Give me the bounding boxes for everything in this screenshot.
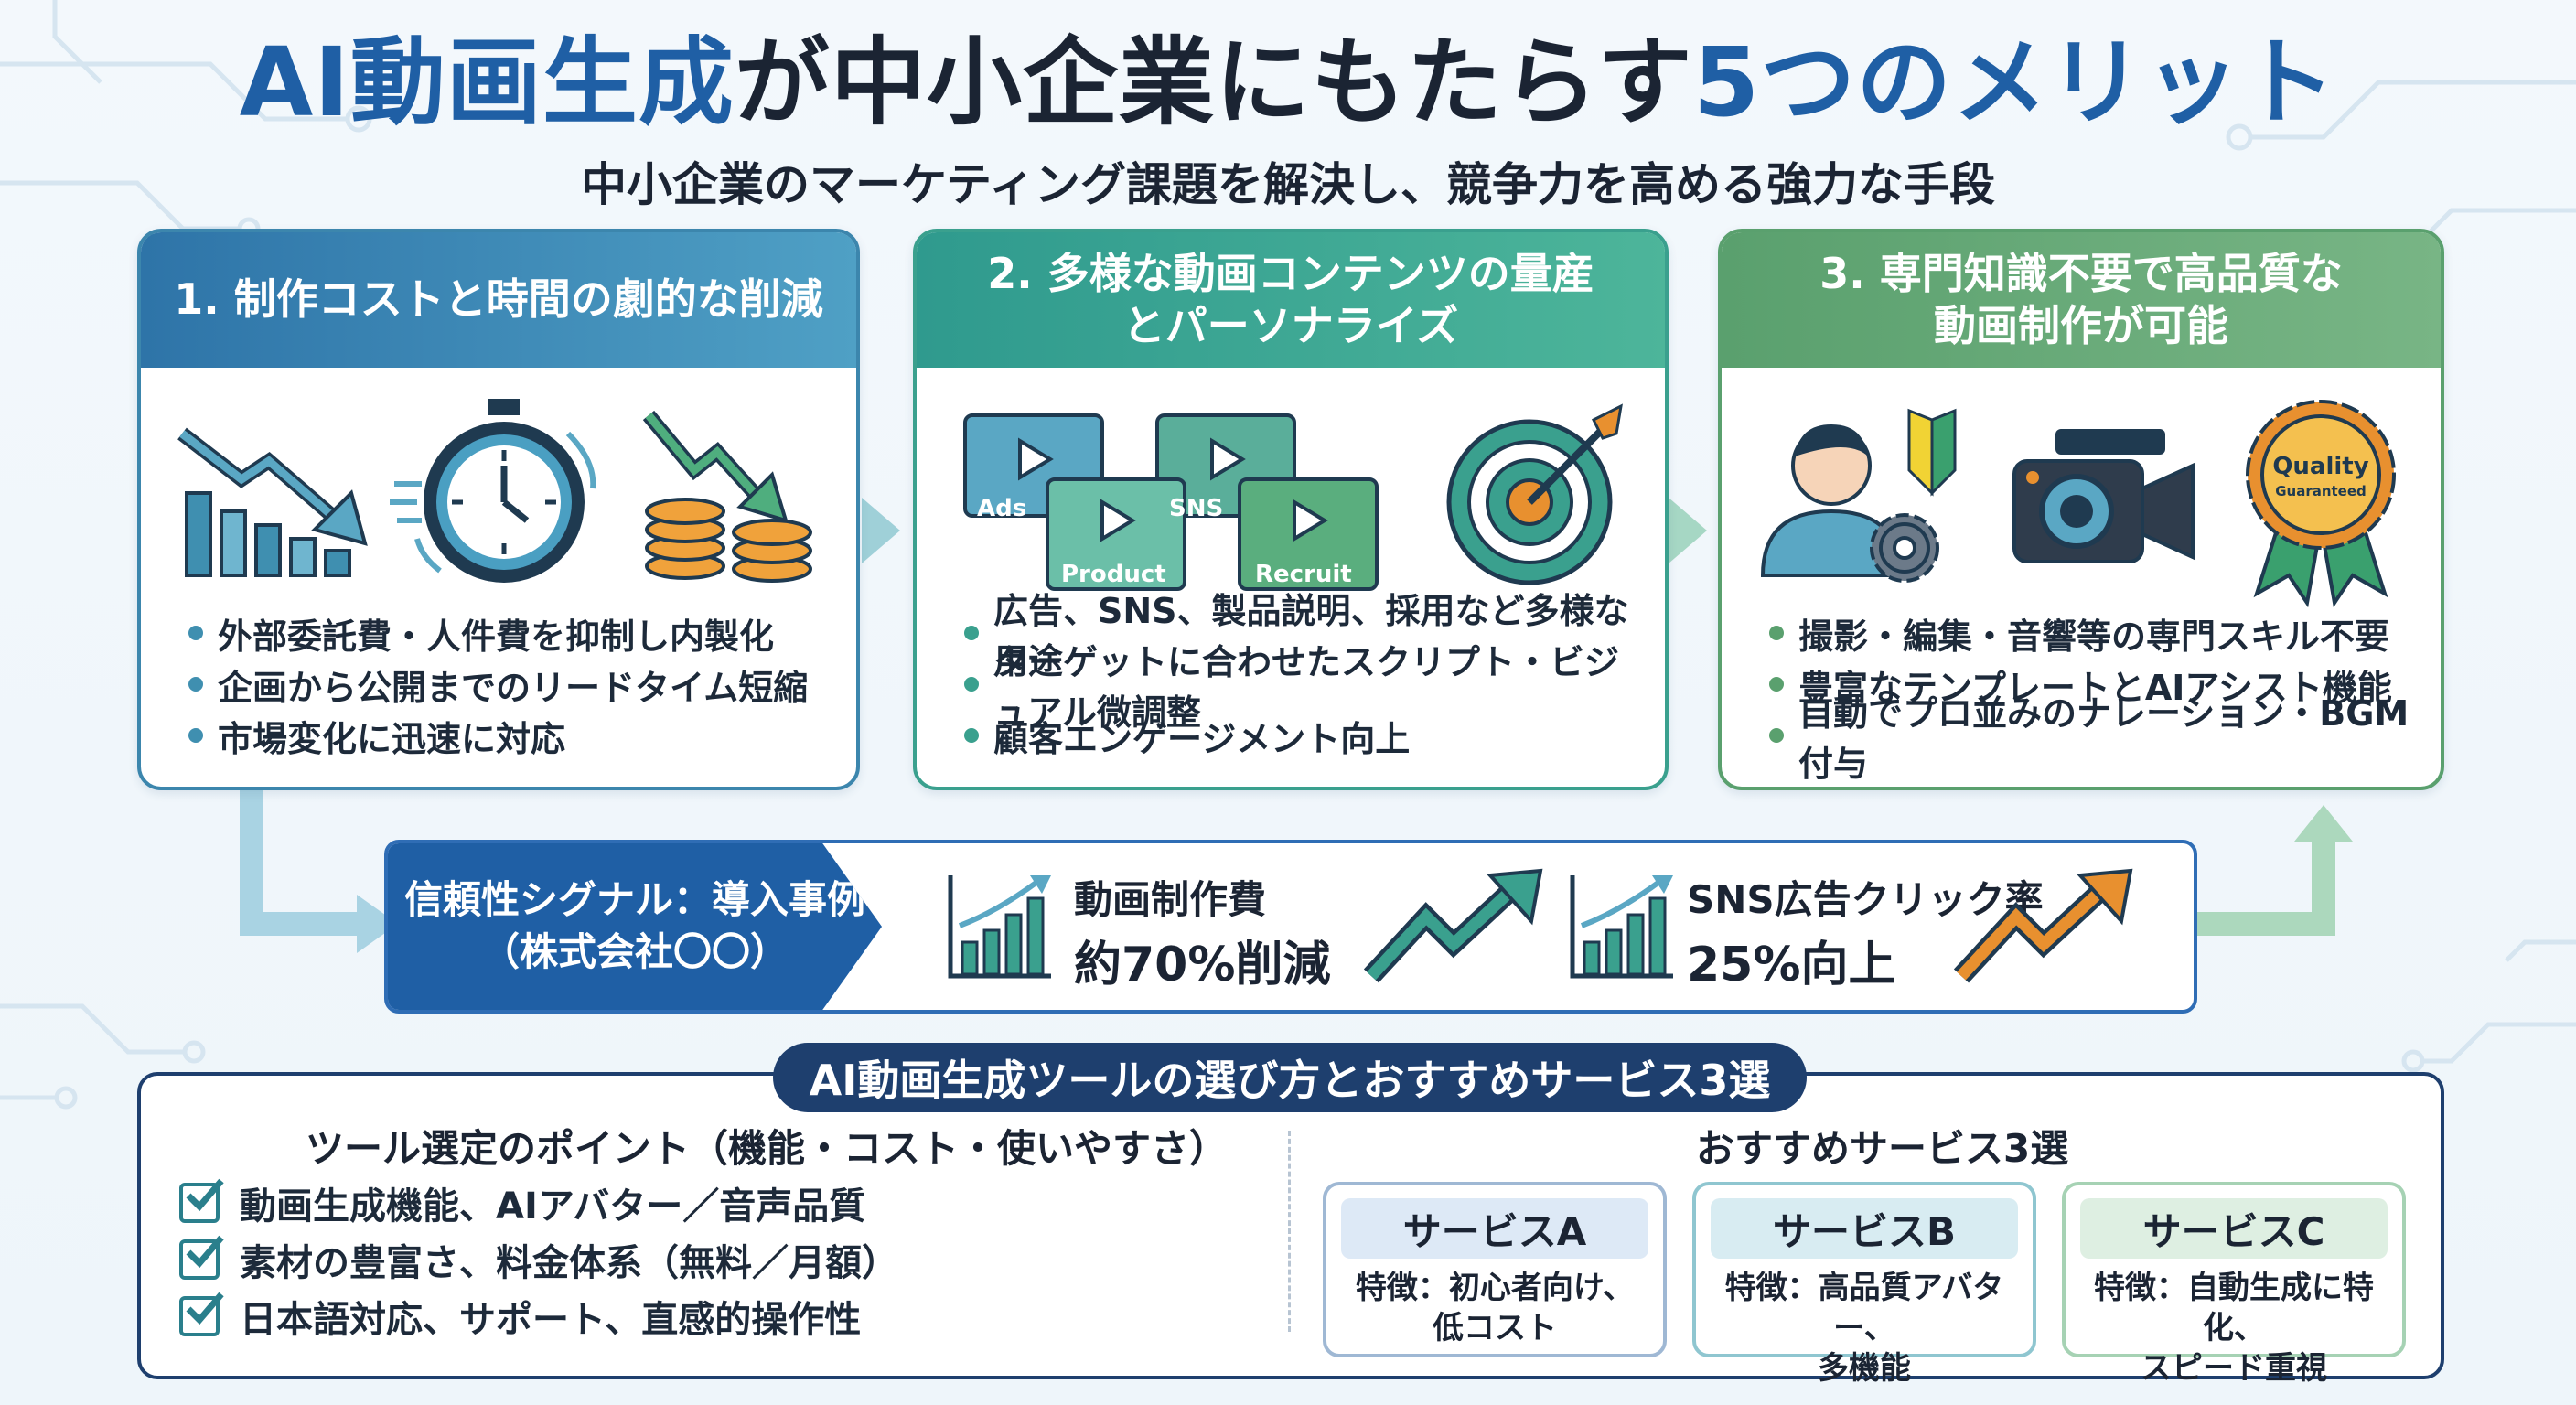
video-label: Recruit	[1255, 561, 1352, 588]
card-title-line: とパーソナライズ	[1122, 301, 1459, 350]
list-item: 市場変化に迅速に対応	[188, 710, 838, 761]
metric-value: 25%向上	[1687, 938, 1896, 992]
merit-card-3: 3. 専門知識不要で高品質な 動画制作が可能	[1718, 229, 2444, 790]
metric-label: SNS広告クリック率	[1687, 877, 2044, 922]
service-name: サービスB	[1711, 1198, 2018, 1259]
card-header: 2. 多様な動画コンテンツの量産 とパーソナライズ	[917, 232, 1665, 368]
list-item: 撮影・編集・音響等の専門スキル不要	[1769, 607, 2422, 659]
service-card-c: サービスC 特徴：自動生成に特化、スピード重視	[2062, 1182, 2406, 1387]
metric-label: 動画制作費	[1074, 877, 1267, 922]
checkbox-checked-icon	[179, 1235, 224, 1280]
service-card-a: サービスA 特徴：初心者向け、低コスト	[1323, 1182, 1667, 1357]
tool-selection-heading: AI動画生成ツールの選び方とおすすめサービス3選	[773, 1043, 1807, 1112]
trend-up-arrow-icon	[1953, 868, 2133, 983]
card-header: 3. 専門知識不要で高品質な 動画制作が可能	[1722, 232, 2441, 368]
metric-value: 約70%削減	[1074, 938, 1331, 992]
card-header: 1. 制作コストと時間の劇的な削減	[141, 232, 856, 368]
target-icon	[1446, 403, 1623, 585]
merit-card-1: 1. 制作コストと時間の劇的な削減	[137, 229, 860, 790]
trust-label: 信頼性シグナル：導入事例 （株式会社〇〇）	[388, 843, 882, 1010]
video-label: SNS	[1169, 495, 1223, 522]
card-title-line: 2. 多様な動画コンテンツの量産	[987, 248, 1594, 298]
list-item: 広告、SNS、製品説明、採用など多様な用途	[964, 591, 1647, 681]
flow-arrow-left-icon	[240, 787, 398, 953]
merit-card-2: 2. 多様な動画コンテンツの量産 とパーソナライズ Ads SNS Produc…	[913, 229, 1669, 790]
tool-selection-panel: ツール選定のポイント（機能・コスト・使いやすさ） 動画生成機能、AIアバター／音…	[137, 1072, 2444, 1379]
video-camera-icon	[2012, 429, 2195, 563]
title-highlight-merits: 5つのメリット	[1692, 27, 2337, 138]
bullet-list: 広告、SNS、製品説明、採用など多様な用途 ターゲットに合わせたスクリプト・ビジ…	[964, 591, 1647, 761]
trend-up-arrow-icon	[1363, 868, 1543, 983]
list-item: 自動でプロ並みのナレーション・BGM付与	[1769, 693, 2422, 784]
service-name: サービスA	[1341, 1198, 1648, 1259]
service-desc: 特徴：初心者向け、低コスト	[1355, 1270, 1635, 1347]
bullet-list: 撮影・編集・音響等の専門スキル不要 豊富なテンプレートとAIアシスト機能 自動で…	[1769, 607, 2422, 784]
service-name: サービスC	[2080, 1198, 2388, 1259]
title-highlight-ai: AI動画生成	[239, 27, 735, 138]
user-gear-icon	[1760, 424, 1939, 583]
service-desc: 特徴：自動生成に特化、スピード重視	[2094, 1270, 2374, 1388]
chart-down-icon	[177, 427, 368, 577]
list-item: 日本語対応、サポート、直感的操作性	[179, 1288, 898, 1345]
card-title-line: 動画制作が可能	[1934, 301, 2228, 350]
checkbox-checked-icon	[179, 1292, 224, 1336]
list-item: 素材の豊富さ、料金体系（無料／月額）	[179, 1231, 898, 1288]
page-title: AI動画生成が中小企業にもたらす5つのメリット	[0, 26, 2576, 140]
checklist: 動画生成機能、AIアバター／音声品質 素材の豊富さ、料金体系（無料／月額） 日本…	[179, 1174, 898, 1345]
video-label: Ads	[977, 495, 1026, 522]
badge-text: Guaranteed	[2275, 483, 2367, 499]
list-item: 外部委託費・人件費を抑制し内製化	[188, 607, 838, 659]
flow-arrow-right-icon	[2186, 805, 2353, 936]
page-subtitle: 中小企業のマーケティング課題を解決し、競争力を高める強力な手段	[581, 158, 1995, 211]
badge-text: Quality	[2272, 453, 2368, 480]
video-label: Product	[1061, 561, 1166, 588]
video-tiles-icon: Ads SNS Product Recruit	[963, 413, 1379, 591]
bar-chart-up-icon	[1570, 875, 1673, 979]
list-item: ターゲットに合わせたスクリプト・ビジュアル微調整	[964, 642, 1647, 733]
stopwatch-icon	[390, 399, 596, 583]
title-middle: が中小企業にもたらす	[734, 27, 1693, 138]
card-title-line: 1. 制作コストと時間の劇的な削減	[174, 274, 823, 325]
trust-label-line: （株式会社〇〇）	[480, 929, 789, 974]
service-card-b: サービスB 特徴：高品質アバター、多機能	[1692, 1182, 2036, 1387]
checkbox-checked-icon	[179, 1178, 224, 1223]
panel-divider	[1288, 1131, 1291, 1332]
selection-points-heading: ツール選定のポイント（機能・コスト・使いやすさ）	[306, 1126, 1229, 1171]
card-title-line: 3. 専門知識不要で高品質な	[1819, 248, 2343, 298]
arrow-right-icon	[1669, 498, 1707, 563]
service-desc: 特徴：高品質アバター、多機能	[1724, 1270, 2004, 1388]
list-item: 豊富なテンプレートとAIアシスト機能	[1769, 659, 2422, 710]
list-item: 顧客エンゲージメント向上	[964, 710, 1647, 761]
trust-signal-bar: 信頼性シグナル：導入事例 （株式会社〇〇） 動画制作費 約70%削減 SNS広告…	[384, 840, 2197, 1014]
bullet-list: 外部委託費・人件費を抑制し内製化 企画から公開までのリードタイム短縮 市場変化に…	[188, 607, 838, 761]
bar-chart-up-icon	[948, 875, 1051, 979]
trust-label-line: 信頼性シグナル：導入事例	[403, 877, 865, 923]
recommended-services-heading: おすすめサービス3選	[1696, 1126, 2069, 1171]
beginner-mark-icon	[1907, 408, 1957, 497]
list-item: 動画生成機能、AIアバター／音声品質	[179, 1174, 898, 1231]
arrow-right-icon	[862, 498, 900, 563]
list-item: 企画から公開までのリードタイム短縮	[188, 659, 838, 710]
coins-down-icon	[642, 410, 812, 583]
quality-badge-icon: Quality Guaranteed	[2246, 400, 2396, 607]
